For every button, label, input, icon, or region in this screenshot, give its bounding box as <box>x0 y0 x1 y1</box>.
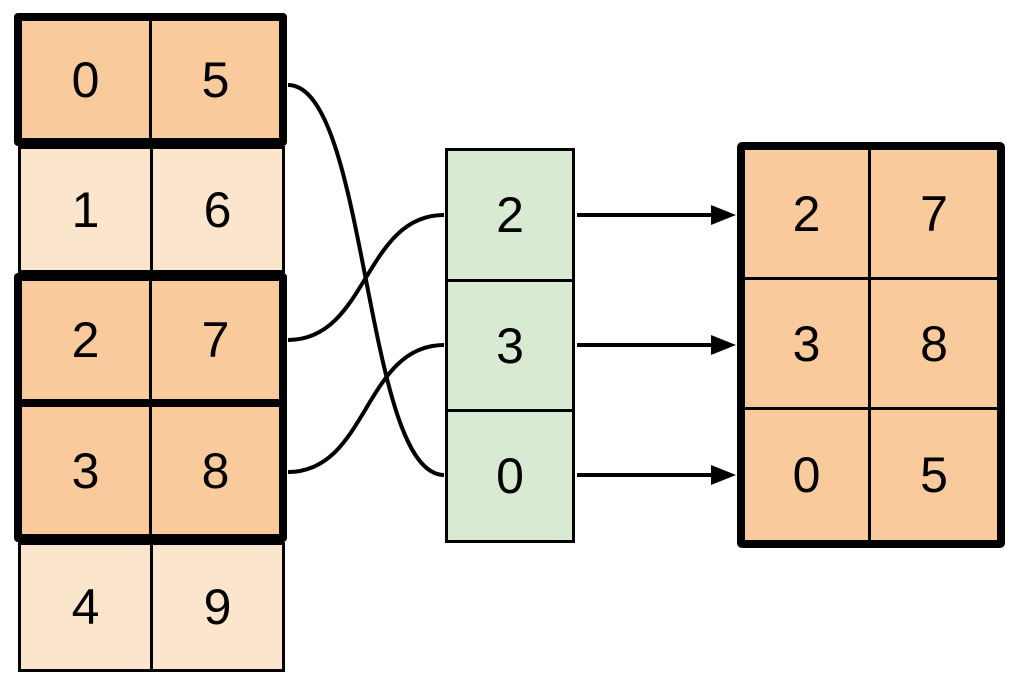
source-table-row-0: 0 5 <box>14 13 287 146</box>
curve-source-row-0-to-index-cell-2 <box>287 83 445 477</box>
arrowhead-icon <box>711 465 736 485</box>
index-table-cell-2: 0 <box>496 448 524 505</box>
index-table: 2 3 0 <box>445 148 575 543</box>
source-table-row-2: 2 7 <box>14 273 287 407</box>
source-table-cell-0-1: 5 <box>201 51 230 108</box>
arrow-index-cell-0-to-result-row-0 <box>577 205 736 225</box>
source-table-cell-1-0: 1 <box>21 149 153 270</box>
source-table-cell-3-0: 3 <box>22 407 152 534</box>
result-table-cell-2-1: 5 <box>920 447 948 503</box>
source-table-cell-3-1: 8 <box>201 442 230 499</box>
result-table: 2 7 3 8 0 5 <box>737 142 1005 548</box>
result-table-cell-0-0: 2 <box>745 150 871 280</box>
source-table-row-1: 1 6 <box>18 146 285 273</box>
curve-source-row-2-to-index-cell-0 <box>287 213 445 342</box>
curve-source-row-3-to-index-cell-1 <box>287 343 445 474</box>
index-table-cell-0: 2 <box>448 151 572 282</box>
arrow-index-cell-1-to-result-row-1 <box>577 335 736 355</box>
arrowhead-icon <box>711 335 736 355</box>
source-table-cell-0-0: 0 <box>22 21 152 138</box>
result-table-cell-1-1: 8 <box>871 280 997 410</box>
source-table-cell-4-1: 9 <box>203 579 232 635</box>
source-table-cell-4-0: 4 <box>21 545 153 669</box>
source-table-row-3: 3 8 <box>14 399 287 542</box>
result-table-cell-0-1: 7 <box>871 150 997 280</box>
source-table-cell-2-0: 2 <box>22 281 152 399</box>
index-table-cell-1: 3 <box>448 282 572 413</box>
arrowhead-icon <box>711 205 736 225</box>
source-table-cell-1-1: 6 <box>203 181 232 238</box>
arrow-index-cell-2-to-result-row-2 <box>577 465 736 485</box>
source-table-row-4: 4 9 <box>18 542 285 672</box>
source-table-cell-2-1: 7 <box>201 312 230 368</box>
result-table-cell-1-0: 3 <box>745 280 871 410</box>
result-table-cell-2-0: 0 <box>745 410 871 540</box>
